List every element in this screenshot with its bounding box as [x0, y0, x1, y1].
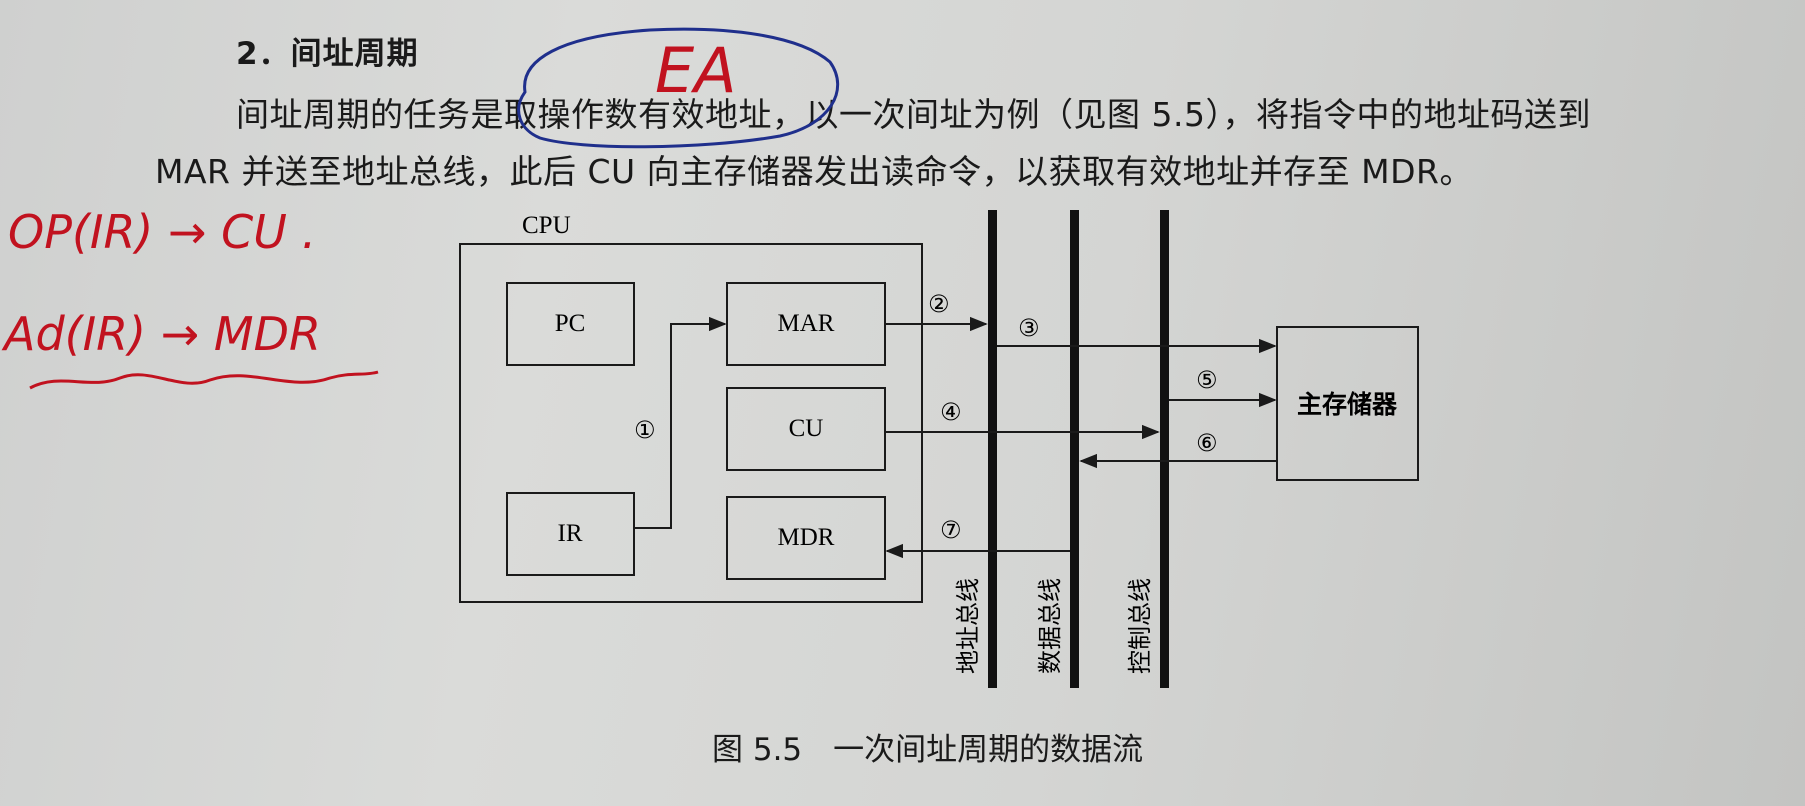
cpu-label: CPU — [522, 212, 571, 239]
step-1-label: ① — [634, 416, 656, 444]
figure-caption: 图 5.5 一次间址周期的数据流 — [712, 732, 1144, 768]
mar-label: MAR — [778, 310, 835, 337]
ir-box — [506, 492, 635, 576]
memory-box — [1276, 326, 1419, 481]
handwritten-ellipse — [517, 27, 840, 149]
pc-box — [506, 282, 635, 366]
data-bus — [1070, 210, 1079, 688]
step-5-label: ⑤ — [1196, 366, 1218, 394]
step-3-label: ③ — [1018, 314, 1040, 342]
memory-label: 主存储器 — [1297, 390, 1398, 419]
handwritten-underline — [29, 370, 379, 390]
address-bus — [988, 210, 997, 688]
ir-label: IR — [558, 520, 583, 547]
paragraph-line-1: 间址周期的任务是取操作数有效地址，以一次间址为例（见图 5.5），将指令中的地址… — [236, 95, 1591, 134]
mdr-box — [726, 496, 886, 580]
handwritten-note-2: Ad(IR) → MDR — [1, 307, 321, 361]
step-6-label: ⑥ — [1196, 429, 1218, 457]
cu-box — [726, 387, 886, 471]
control-bus — [1160, 210, 1169, 688]
arrow-1 — [634, 316, 727, 529]
step-7-label: ⑦ — [940, 516, 962, 544]
handwritten-note-1: OP(IR) → CU . — [8, 205, 316, 259]
data-bus-label: 数据总线 — [1036, 578, 1064, 674]
section-heading: 2．间址周期 — [236, 36, 419, 72]
handwritten-ea: EA — [655, 34, 737, 107]
paragraph-line-2: MAR 并送至地址总线，此后 CU 向主存储器发出读命令，以获取有效地址并存至 … — [155, 152, 1473, 191]
step-2-label: ② — [928, 290, 950, 318]
step-4-label: ④ — [940, 398, 962, 426]
cu-label: CU — [789, 415, 824, 442]
cpu-box — [459, 243, 923, 603]
mdr-label: MDR — [778, 524, 835, 551]
address-bus-label: 地址总线 — [954, 578, 982, 674]
pc-label: PC — [555, 310, 586, 337]
control-bus-label: 控制总线 — [1126, 578, 1154, 674]
